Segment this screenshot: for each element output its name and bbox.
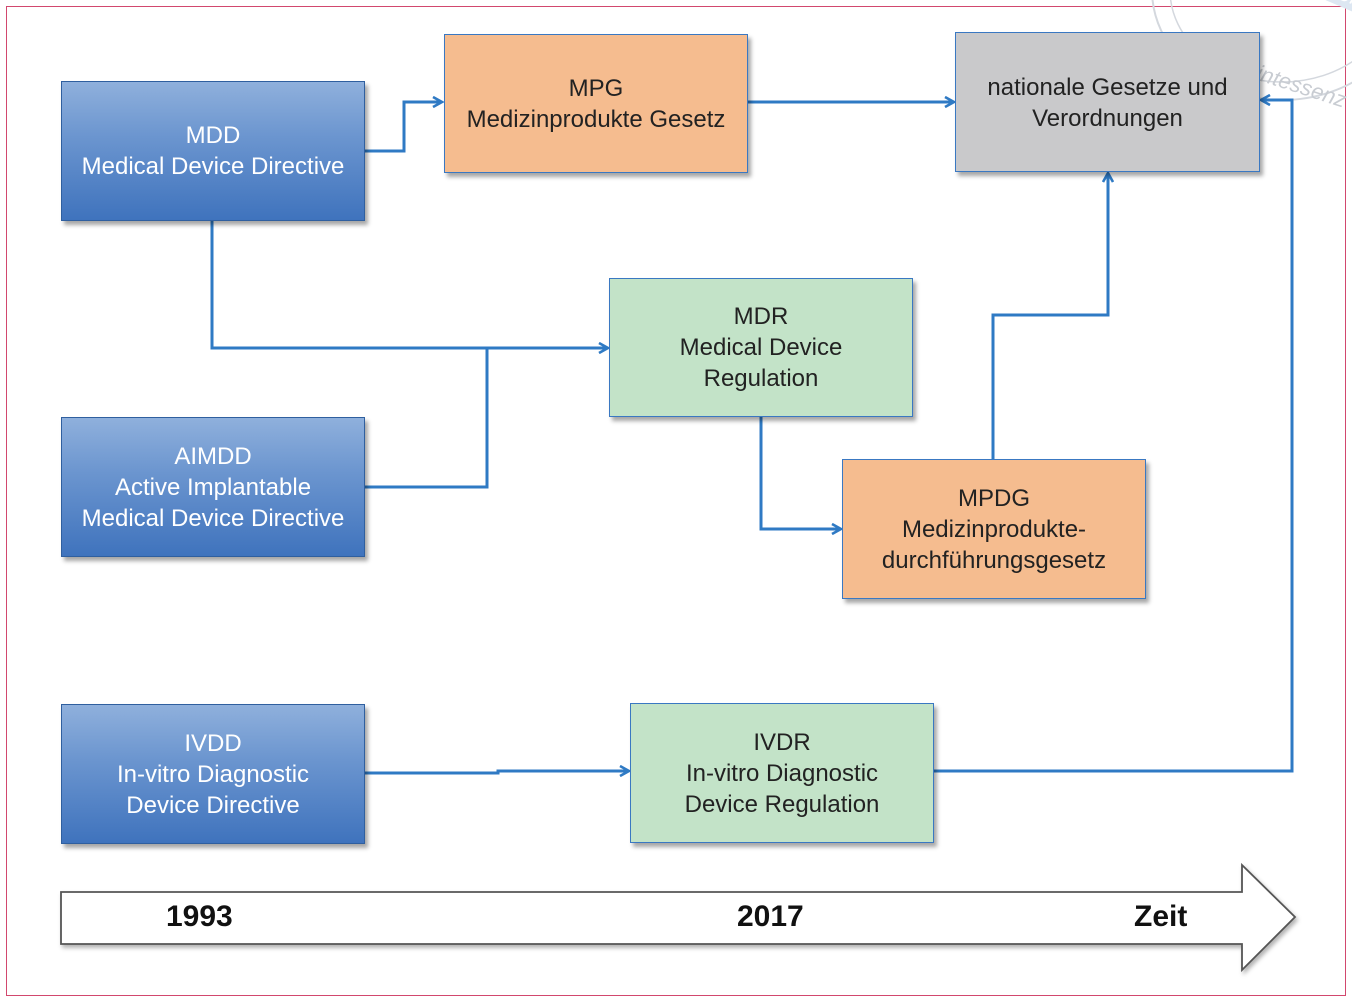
- mpg-box: MPG Medizinprodukte Gesetz: [444, 34, 748, 173]
- arrow-aimdd-to-mdr: [365, 348, 489, 489]
- mdr-subtitle-2: Regulation: [703, 365, 819, 392]
- mpg-subtitle: Medizinprodukte Gesetz: [466, 105, 726, 133]
- ivdd-box: IVDD In-vitro Diagnostic Device Directiv…: [61, 704, 365, 844]
- arrow-mdd-to-mpg: [365, 102, 441, 153]
- national-laws-box: nationale Gesetze und Verordnungen: [955, 32, 1260, 172]
- aimdd-subtitle-1: Active Implantable: [114, 473, 312, 501]
- ivdr-box: IVDR In-vitro Diagnostic Device Regulati…: [630, 703, 934, 843]
- mpdg-title: MPDG: [958, 484, 1030, 512]
- arrow-ivdr-to-national: [934, 100, 1294, 773]
- arrow-mpdg-to-national: [991, 174, 1108, 459]
- mpdg-subtitle-2: durchführungsgesetz: [881, 546, 1107, 574]
- arrow-mdd-to-mdr: [210, 221, 607, 348]
- ivdd-title: IVDD: [184, 729, 242, 757]
- ivdr-title: IVDR: [753, 728, 811, 756]
- timeline-label-2017: 2017: [737, 900, 804, 933]
- national-laws-line-2: Verordnungen: [1032, 105, 1183, 132]
- national-laws-line-1: nationale Gesetze und: [987, 74, 1228, 101]
- aimdd-box: AIMDD Active Implantable Medical Device …: [61, 417, 365, 557]
- mpg-title: MPG: [568, 74, 624, 102]
- mdr-box: MDR Medical Device Regulation: [609, 278, 913, 417]
- diagram-frame: [6, 6, 1346, 996]
- arrow-mdr-to-mpdg: [759, 417, 840, 529]
- mdr-title: MDR: [733, 303, 789, 330]
- mpdg-box: MPDG Medizinprodukte- durchführungsgeset…: [842, 459, 1146, 599]
- ivdd-subtitle-2: Device Directive: [126, 791, 300, 819]
- ivdr-subtitle-2: Device Regulation: [684, 790, 880, 818]
- mdd-title: MDD: [185, 122, 241, 149]
- aimdd-subtitle-2: Medical Device Directive: [81, 504, 345, 532]
- timeline-label-zeit: Zeit: [1134, 900, 1188, 933]
- timeline-arrow: [60, 862, 1297, 973]
- timeline-label-1993: 1993: [166, 900, 233, 933]
- aimdd-title: AIMDD: [174, 442, 252, 470]
- ivdr-subtitle-1: In-vitro Diagnostic: [685, 759, 879, 787]
- mdd-box: MDD Medical Device Directive: [61, 81, 365, 221]
- arrow-ivdd-to-ivdr: [365, 771, 628, 773]
- mpdg-subtitle-1: Medizinprodukte-: [901, 515, 1087, 543]
- mdr-subtitle-1: Medical Device: [679, 334, 843, 361]
- ivdd-subtitle-1: In-vitro Diagnostic: [116, 760, 310, 788]
- mdd-subtitle: Medical Device Directive: [81, 153, 345, 180]
